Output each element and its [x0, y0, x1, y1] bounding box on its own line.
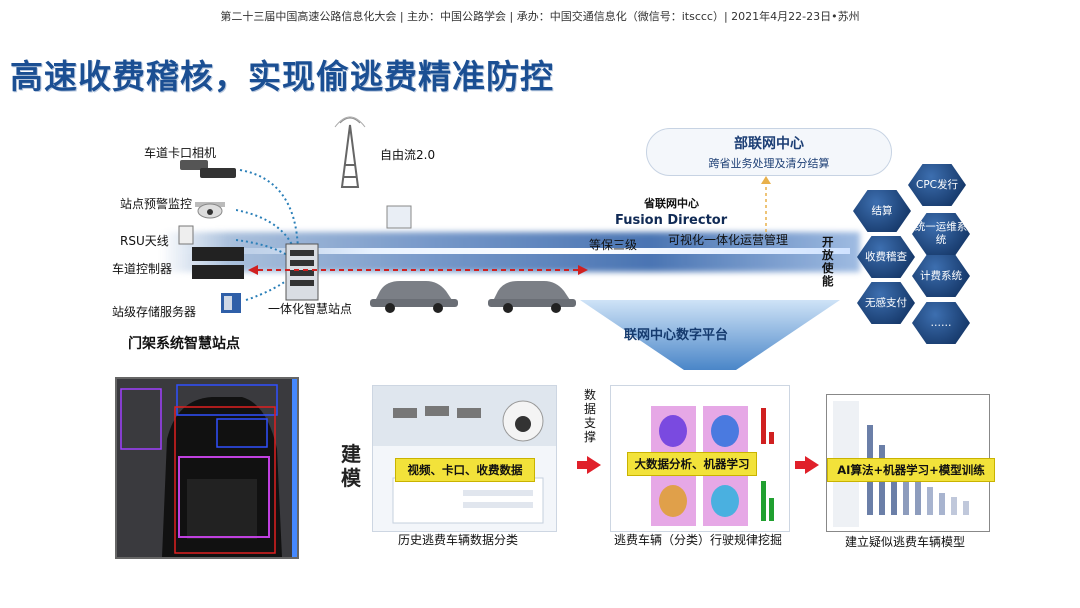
car-icon: [488, 281, 576, 313]
signal-tower-icon: [334, 116, 366, 188]
visual-ops-label: 可视化一体化运营管理: [668, 233, 789, 247]
rsu-antenna-icon: [178, 225, 194, 245]
level3-label: 等保三级: [589, 238, 638, 252]
heatmap-panel: [610, 385, 790, 532]
ai-label: AI算法+机器学习+模型训练: [827, 458, 995, 482]
hex-ops: 统一运维系统: [912, 213, 970, 255]
rsu-label: RSU天线: [120, 234, 169, 248]
camera-label: 车道卡口相机: [144, 146, 217, 160]
modeling-label: 建模: [341, 442, 361, 490]
rsu-roadside-icon: [386, 205, 412, 229]
detection-boxes: [117, 379, 297, 557]
hex-cpc: CPC发行: [908, 164, 966, 206]
car-icon: [370, 281, 458, 313]
vehicle-flow-arrow: [248, 265, 588, 275]
hex-more: ……: [912, 302, 970, 344]
smart-station-cabinet-icon: [285, 243, 319, 301]
gantry-caption: 门架系统智慧站点: [128, 336, 240, 352]
free-flow-label: 自由流2.0: [380, 148, 436, 162]
storage-server-icon: [221, 293, 241, 313]
lane-camera-icon: [180, 160, 236, 178]
network-beam-core: [170, 248, 850, 254]
lane-controller-icon: [192, 247, 244, 279]
controller-label: 车道控制器: [112, 262, 173, 276]
vehicle-detection-photo: [115, 377, 299, 559]
open-enable-label: 开放使能: [822, 235, 834, 288]
model-caption: 建立疑似逃费车辆模型: [845, 535, 966, 549]
conference-header: 第二十三届中国高速公路信息化大会 | 主办：中国公路学会 | 承办：中国交通信息…: [220, 10, 860, 23]
monitor-label: 站点预警监控: [120, 197, 193, 211]
bigdata-label: 大数据分析、机器学习: [627, 452, 757, 476]
video-data-label: 视频、卡口、收费数据: [395, 458, 535, 482]
heatmap-illustration: [651, 406, 774, 526]
surveillance-cameras-illustration: [373, 386, 556, 524]
pattern-caption: 逃费车辆（分类）行驶规律挖掘: [614, 533, 783, 547]
hex-billing: 计费系统: [912, 255, 970, 297]
national-center-cloud: 部联网中心 跨省业务处理及清分结算: [646, 128, 892, 176]
hex-audit: 收费稽查: [857, 236, 915, 278]
fusion-director-label: Fusion Director: [615, 213, 728, 228]
national-center-title: 部联网中心: [734, 136, 804, 152]
data-support-label: 数据支撑: [584, 388, 597, 444]
national-center-subtitle: 跨省业务处理及清分结算: [708, 157, 830, 170]
hex-settlement: 结算: [853, 190, 911, 232]
smart-station-label: 一体化智慧站点: [268, 302, 353, 316]
dome-camera-icon: [195, 202, 225, 219]
history-caption: 历史逃费车辆数据分类: [398, 533, 519, 547]
page-title: 高速收费稽核，实现偷逃费精准防控: [10, 57, 554, 96]
hex-payment: 无感支付: [857, 282, 915, 324]
flow-arrow-2: [795, 456, 819, 474]
provincial-center-title: 省联网中心: [644, 197, 699, 210]
upload-arrow: [761, 176, 771, 232]
server-label: 站级存储服务器: [112, 305, 197, 319]
flow-arrow-1: [577, 456, 601, 474]
platform-label: 联网中心数字平台: [624, 328, 729, 343]
